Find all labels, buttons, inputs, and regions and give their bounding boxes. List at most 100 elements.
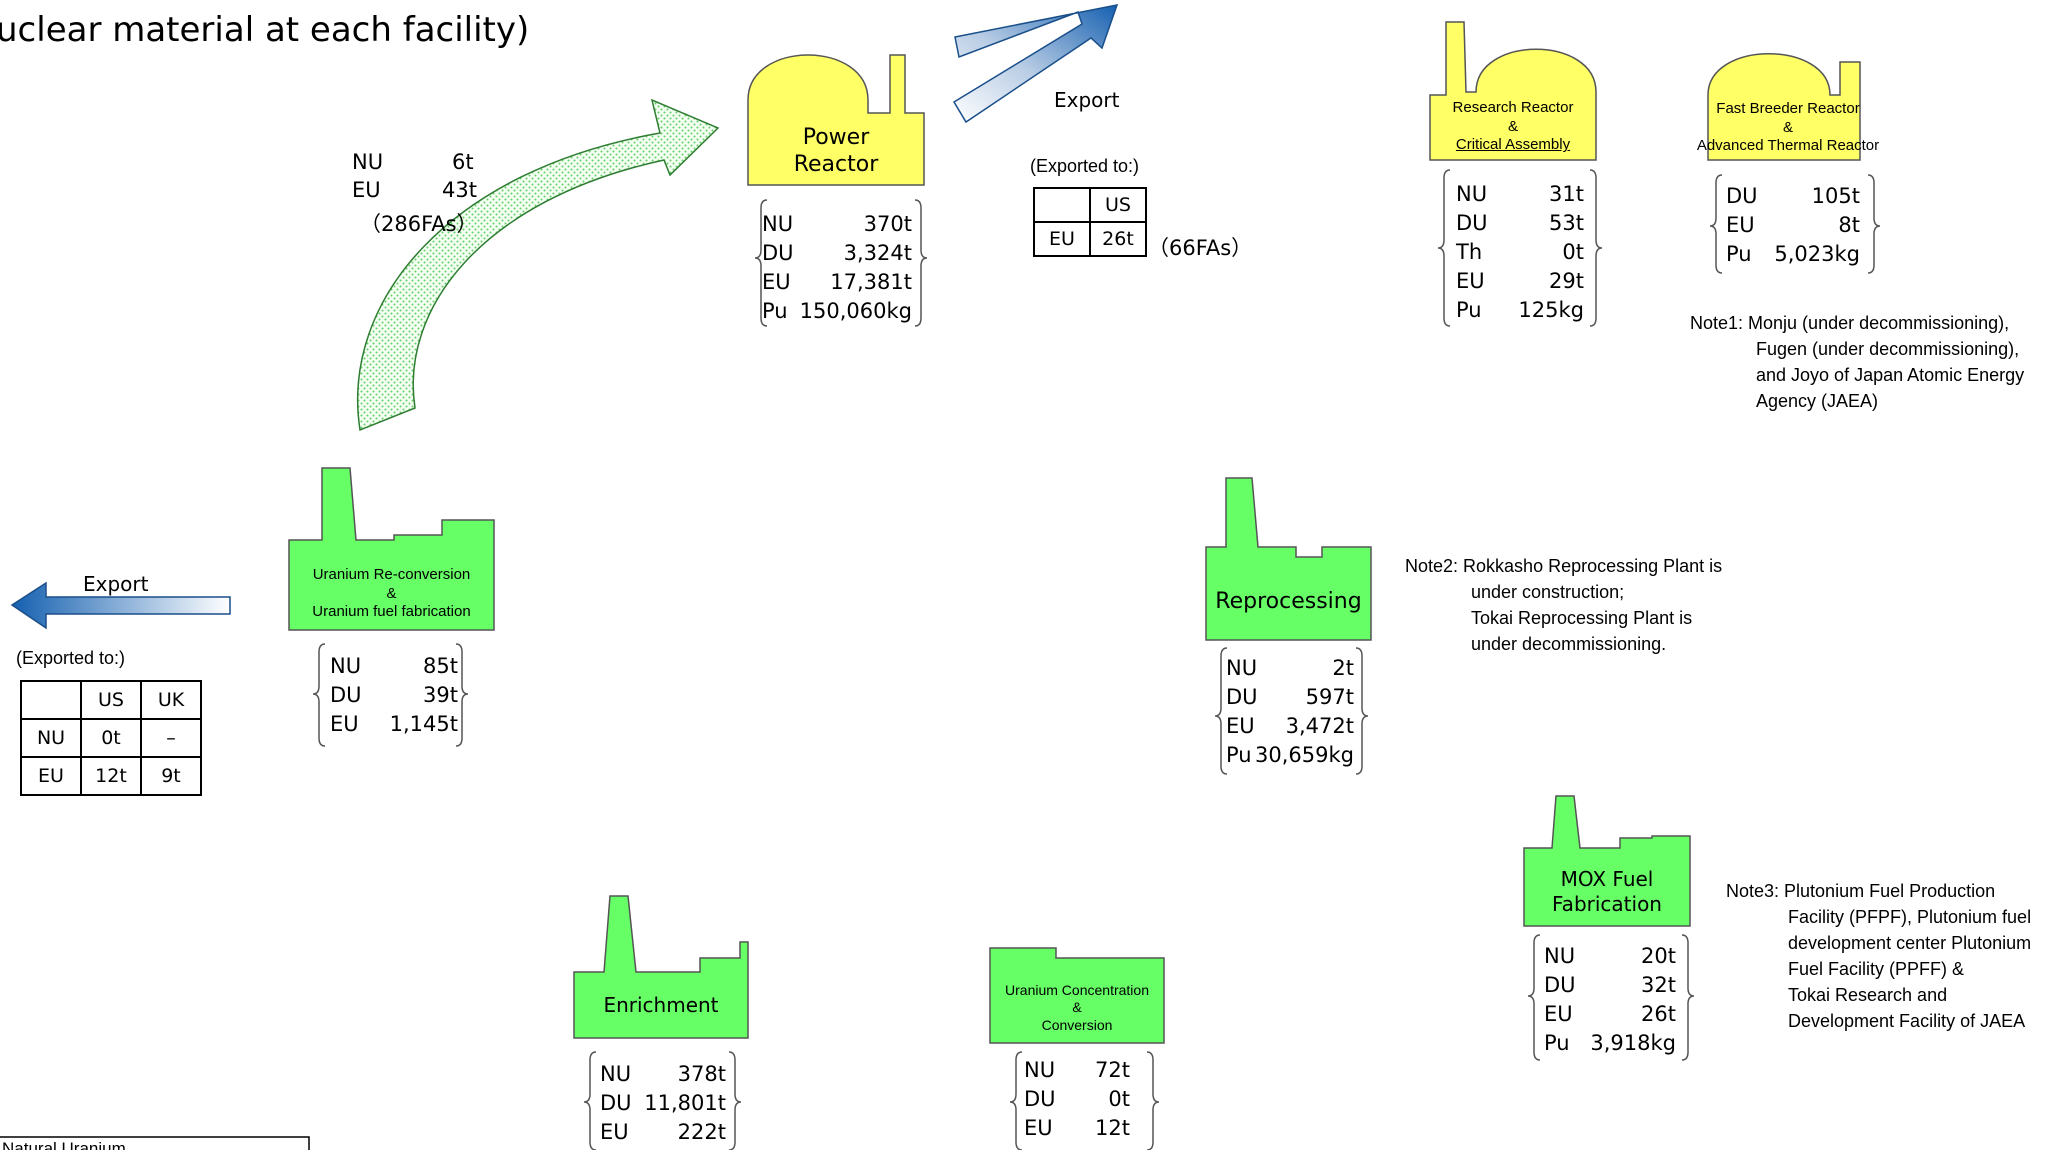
inv-value: 8t (1838, 213, 1860, 237)
note3-line1: Note3: Plutonium Fuel Production (1726, 881, 1996, 901)
mox-label: MOX Fuel Fabrication (1524, 860, 1690, 924)
note2-line4: under decommissioning. (1471, 634, 1667, 654)
inv-value: 0t (1108, 1087, 1130, 1111)
inv-value: 125kg (1518, 298, 1584, 322)
inv-key: DU (1544, 973, 1576, 997)
reconversion-label: Uranium Re-conversion & Uranium fuel fab… (289, 560, 494, 628)
inv-value: 3,472t (1285, 714, 1354, 738)
inv-key: EU (1544, 1002, 1573, 1026)
reconversion-label-line1: Uranium Re-conversion (312, 565, 471, 583)
transfer-nu-key: NU (352, 150, 384, 174)
note2-line2: under construction; (1471, 582, 1625, 602)
table-cell: – (140, 718, 202, 758)
inv-key: EU (1726, 213, 1755, 237)
mox-label-line1: MOX Fuel (1560, 867, 1654, 891)
inv-key: DU (1726, 184, 1758, 208)
inventory-braces (312, 169, 1881, 1150)
inv-value: 11,801t (644, 1091, 726, 1115)
enrichment-building (573, 895, 749, 1039)
inv-value: 39t (423, 683, 458, 707)
inv-key: EU (330, 712, 359, 736)
research-reactor-label-line3: Critical Assembly (1455, 136, 1571, 154)
table-cell: 26t (1089, 221, 1147, 257)
reconversion-label-line2: & (386, 584, 397, 602)
inv-key: NU (1456, 182, 1488, 206)
inv-key: NU (1226, 656, 1258, 680)
export-power-dest-label: (Exported to:) (1030, 156, 1140, 176)
inv-value: 5,023kg (1774, 242, 1860, 266)
note1-line1: Note1: Monju (under decommissioning), (1690, 313, 2010, 333)
power-reactor-label: Power Reactor (748, 118, 924, 184)
inv-value: 3,918kg (1590, 1031, 1676, 1055)
inv-value: 12t (1095, 1116, 1130, 1140)
inv-key: NU (762, 212, 794, 236)
reconversion-building (288, 467, 495, 631)
inv-value: 378t (677, 1062, 726, 1086)
note2-line1: Note2: Rokkasho Reprocessing Plant is (1405, 556, 1723, 576)
fast-breeder-label: Fast Breeder Reactor & Advanced Thermal … (1690, 97, 1886, 159)
inv-value: 20t (1641, 944, 1676, 968)
export-fab-dest-label: (Exported to:) (16, 648, 126, 668)
transfer-nu-value: 6t (452, 150, 474, 174)
inv-value: 53t (1549, 211, 1584, 235)
inv-value: 0t (1562, 240, 1584, 264)
transfer-eu-value: 43t (442, 178, 477, 202)
note3-line3: development center Plutonium (1788, 933, 2032, 953)
inv-value: 370t (863, 212, 912, 236)
fast-breeder-label-line3: Advanced Thermal Reactor (1696, 137, 1880, 155)
fast-breeder-label-line1: Fast Breeder Reactor (1716, 99, 1860, 117)
inv-key: NU (330, 654, 362, 678)
table-corner (1033, 187, 1091, 223)
inv-value: 85t (423, 654, 458, 678)
concentration-label-line1: Uranium Concentration (1005, 981, 1149, 998)
fast-breeder-building (1707, 53, 1861, 161)
mox-label-line2: Fabrication (1552, 892, 1662, 916)
concentration-label-line2: & (1072, 999, 1082, 1016)
fuel-transfer-arrow (356, 98, 720, 432)
power-reactor-label-line2: Reactor (793, 152, 879, 177)
note3-line2: Facility (PFPF), Plutonium fuel (1788, 907, 2032, 927)
inv-value: 597t (1305, 685, 1354, 709)
inv-value: 31t (1549, 182, 1584, 206)
inv-key: Pu (1456, 298, 1482, 322)
reconversion-label-line3: Uranium fuel fabrication (312, 603, 471, 621)
concentration-label-line3: Conversion (1041, 1016, 1113, 1033)
inv-value: 32t (1641, 973, 1676, 997)
reprocessing-building (1205, 477, 1372, 641)
note3-line5: Tokai Research and (1788, 985, 1948, 1005)
concentration-building (989, 947, 1165, 1044)
note1-line2: Fugen (under decommissioning), (1756, 339, 2020, 359)
inv-key: DU (1024, 1087, 1056, 1111)
inv-key: EU (762, 270, 791, 294)
inv-key: NU (1024, 1058, 1056, 1082)
table-row-header: EU (20, 756, 82, 796)
note2: Note2: Rokkasho Reprocessing Plant is un… (1405, 553, 1722, 657)
inv-value: 150,060kg (799, 299, 912, 323)
inv-key: Pu (1226, 743, 1252, 767)
note2-line3: Tokai Reprocessing Plant is (1471, 608, 1693, 628)
export-power-label: Export (1054, 88, 1120, 112)
note3-line4: Fuel Facility (PPFF) & (1788, 959, 1965, 979)
fast-breeder-label-line2: & (1782, 118, 1793, 136)
inv-key: EU (600, 1120, 629, 1144)
inv-value: 72t (1095, 1058, 1130, 1082)
table-col-header: US (80, 680, 142, 720)
inv-value: 105t (1811, 184, 1860, 208)
note3: Note3: Plutonium Fuel Production Facilit… (1726, 878, 2031, 1034)
inv-value: 3,324t (843, 241, 912, 265)
inv-value: 1,145t (389, 712, 458, 736)
inv-key: Pu (762, 299, 788, 323)
inv-key: DU (1226, 685, 1258, 709)
inv-key: DU (330, 683, 362, 707)
inv-key: Th (1456, 240, 1483, 264)
note3-line6: Development Facility of JAEA (1788, 1011, 2026, 1031)
table-corner (20, 680, 82, 720)
inv-value: 222t (677, 1120, 726, 1144)
export-arrow-power (952, 4, 1119, 124)
reconversion-inventory: NU 85t DU 39t EU 1,145t (330, 652, 458, 742)
inv-key: DU (762, 241, 794, 265)
fast-breeder-inventory: DU 105t EU 8t Pu 5,023kg (1726, 182, 1860, 272)
inv-key: Pu (1726, 242, 1752, 266)
